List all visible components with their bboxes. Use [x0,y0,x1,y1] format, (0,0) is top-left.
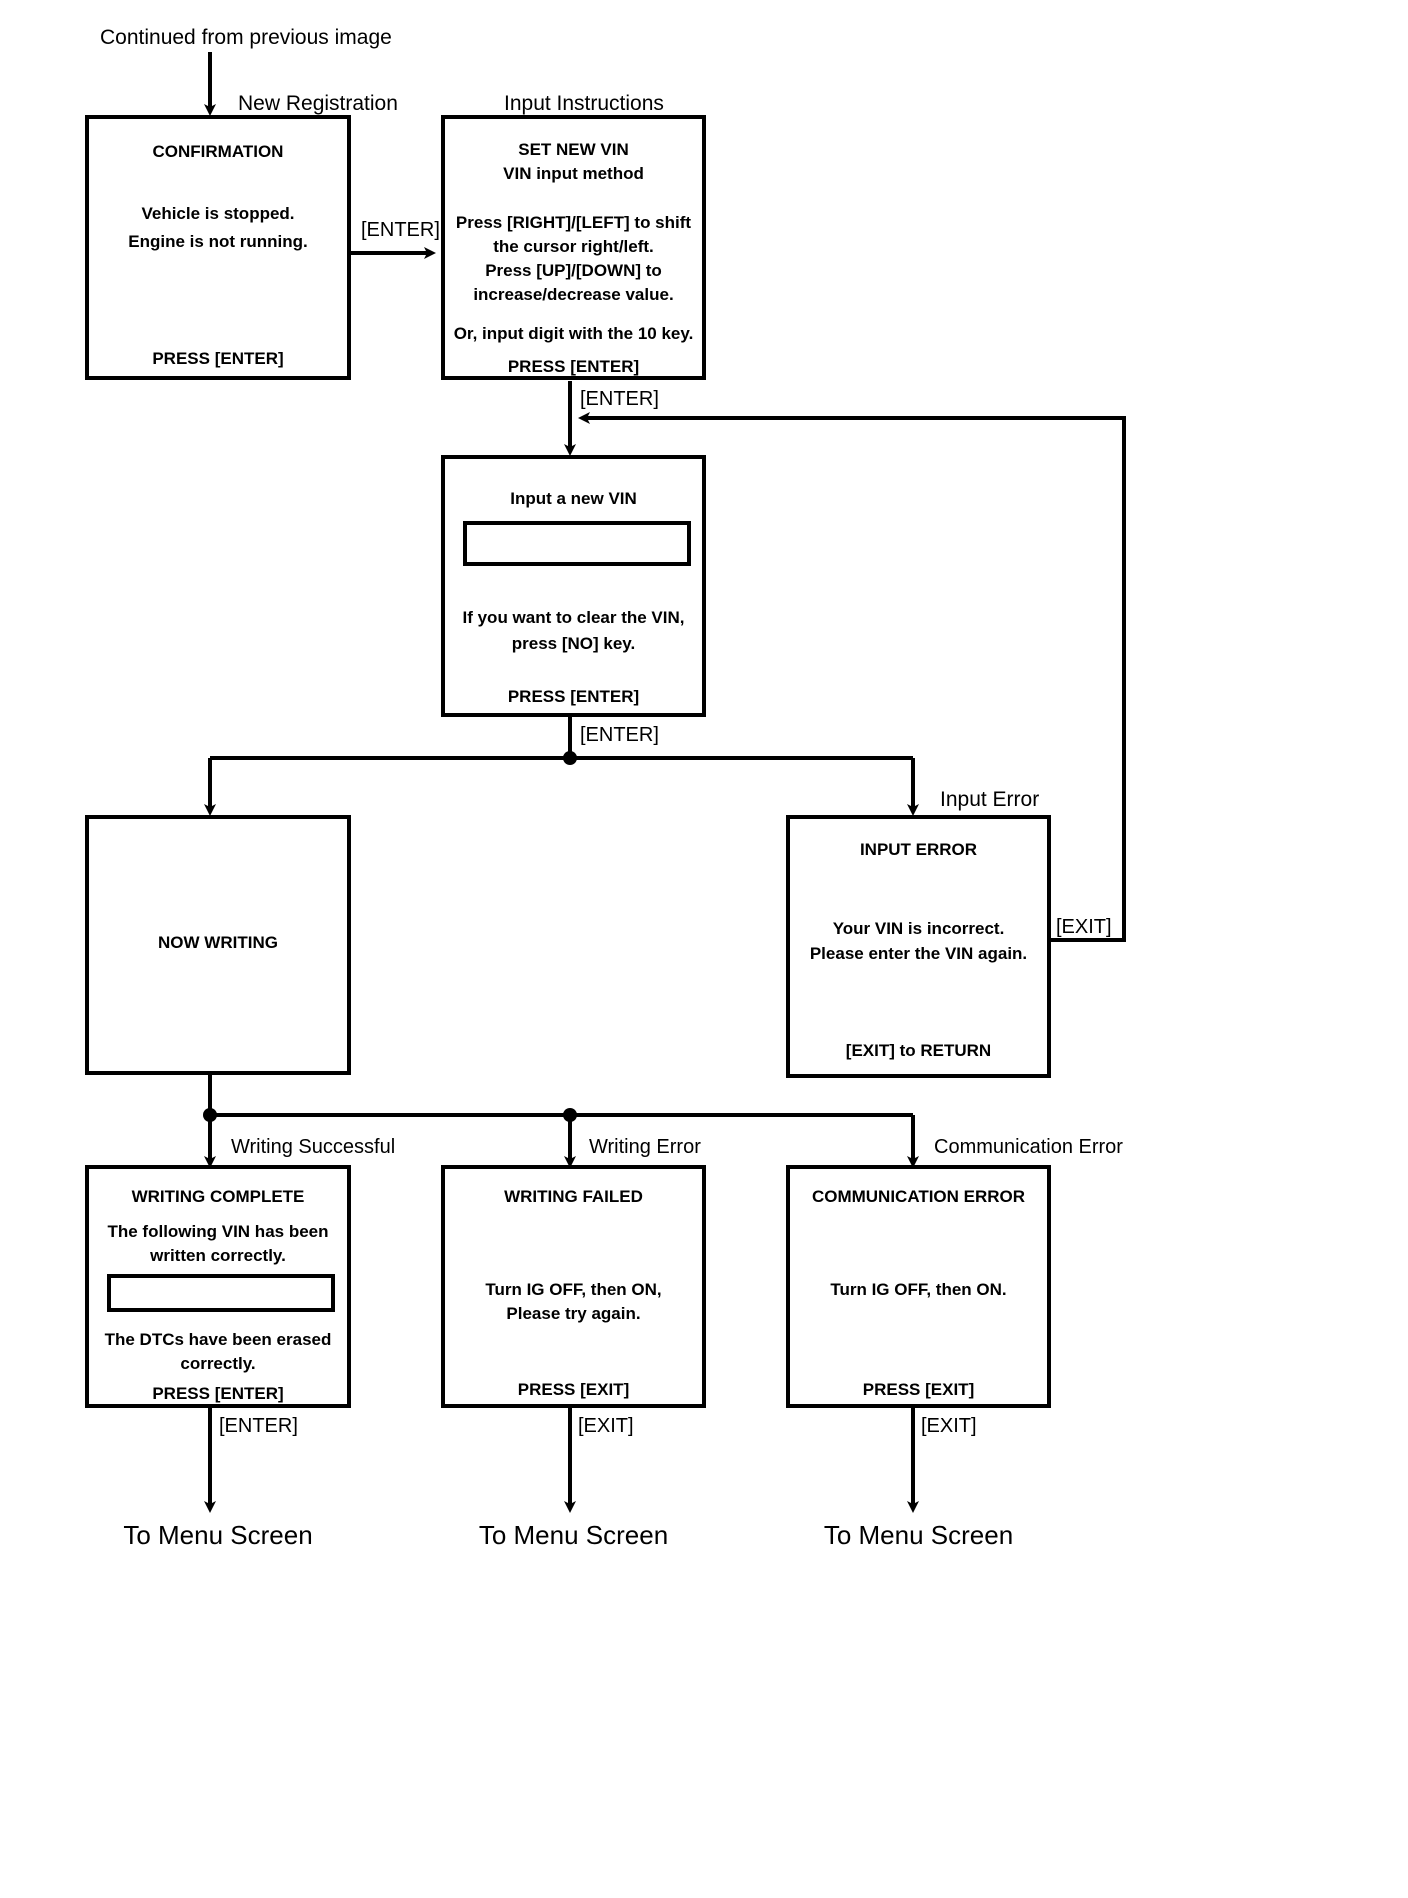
inputerror-line-2: Please enter the VIN again. [809,944,1028,963]
caption-input-error: Input Error [940,788,1040,811]
failed-footer: PRESS [EXIT] [517,1380,630,1399]
edge-label-confirm-to-setvin: [ENTER] [361,219,440,241]
confirmation-footer: PRESS [ENTER] [152,349,284,368]
terminal-menu-right: To Menu Screen [823,1520,1014,1550]
failed-title: WRITING FAILED [504,1187,643,1206]
inputerror-title: INPUT ERROR [859,840,978,859]
node-writing-complete[interactable]: WRITING COMPLETE The following VIN has b… [85,1165,351,1408]
nowwriting-title: NOW WRITING [158,933,278,952]
node-input-new-vin[interactable]: Input a new VIN If you want to clear the… [441,455,706,717]
setvin-footer: PRESS [ENTER] [507,357,640,376]
node-now-writing[interactable]: NOW WRITING [85,815,351,1075]
edge-label-complete-exit: [ENTER] [219,1415,298,1437]
complete-title: WRITING COMPLETE [131,1187,305,1206]
inputerror-footer: [EXIT] to RETURN [845,1041,992,1060]
continued-note: Continued from previous image [100,26,392,49]
inputvin-title: Input a new VIN [510,489,637,508]
confirmation-line-1: Vehicle is stopped. [141,204,295,223]
edge-label-writing-error: Writing Error [589,1136,701,1158]
vin-input-field[interactable] [463,521,691,566]
commerr-footer: PRESS [EXIT] [862,1380,975,1399]
confirmation-line-2: Engine is not running. [128,232,308,251]
setvin-title-1: SET NEW VIN [518,140,629,159]
edge-label-input-branch: [ENTER] [580,724,659,746]
inputvin-line-2: press [NO] key. [511,634,636,653]
commerr-line-1: Turn IG OFF, then ON. [830,1280,1007,1299]
caption-new-registration: New Registration [238,92,398,115]
complete-line-1: The following VIN has been [107,1222,329,1241]
setvin-line-4: increase/decrease value. [473,285,674,304]
node-communication-error[interactable]: COMMUNICATION ERROR Turn IG OFF, then ON… [786,1165,1051,1408]
edge-label-commerr-exit: [EXIT] [921,1415,977,1437]
complete-footer: PRESS [ENTER] [152,1384,284,1403]
setvin-note: Or, input digit with the 10 key. [453,324,694,343]
caption-input-instructions: Input Instructions [504,92,664,115]
edge-label-setvin-to-input: [ENTER] [580,388,659,410]
complete-line-2: written correctly. [150,1246,286,1265]
setvin-line-1: Press [RIGHT]/[LEFT] to shift [455,213,692,232]
terminal-menu-left: To Menu Screen [123,1520,313,1550]
failed-line-2: Please try again. [506,1304,641,1323]
node-confirmation[interactable]: CONFIRMATION Vehicle is stopped. Engine … [85,115,351,380]
complete-line-4: correctly. [180,1354,256,1373]
node-writing-failed[interactable]: WRITING FAILED Turn IG OFF, then ON, Ple… [441,1165,706,1408]
terminal-menu-mid: To Menu Screen [478,1520,669,1550]
setvin-title-2: VIN input method [503,164,644,183]
edge-label-writing-successful: Writing Successful [231,1136,396,1158]
complete-line-3: The DTCs have been erased [104,1330,332,1349]
edge-label-communication-error: Communication Error [934,1136,1123,1158]
confirmation-title: CONFIRMATION [152,142,284,161]
failed-line-1: Turn IG OFF, then ON, [485,1280,662,1299]
inputvin-footer: PRESS [ENTER] [507,687,640,706]
complete-vin-field [107,1274,335,1312]
setvin-line-3: Press [UP]/[DOWN] to [485,261,662,280]
inputvin-line-1: If you want to clear the VIN, [462,608,685,627]
edge-label-failed-exit: [EXIT] [578,1415,634,1437]
edge-label-error-return: [EXIT] [1056,916,1112,938]
commerr-title: COMMUNICATION ERROR [811,1187,1026,1206]
setvin-line-2: the cursor right/left. [493,237,654,256]
inputerror-line-1: Your VIN is incorrect. [832,919,1005,938]
node-set-new-vin[interactable]: SET NEW VIN VIN input method Press [RIGH… [441,115,706,380]
node-input-error[interactable]: INPUT ERROR Your VIN is incorrect. Pleas… [786,815,1051,1078]
